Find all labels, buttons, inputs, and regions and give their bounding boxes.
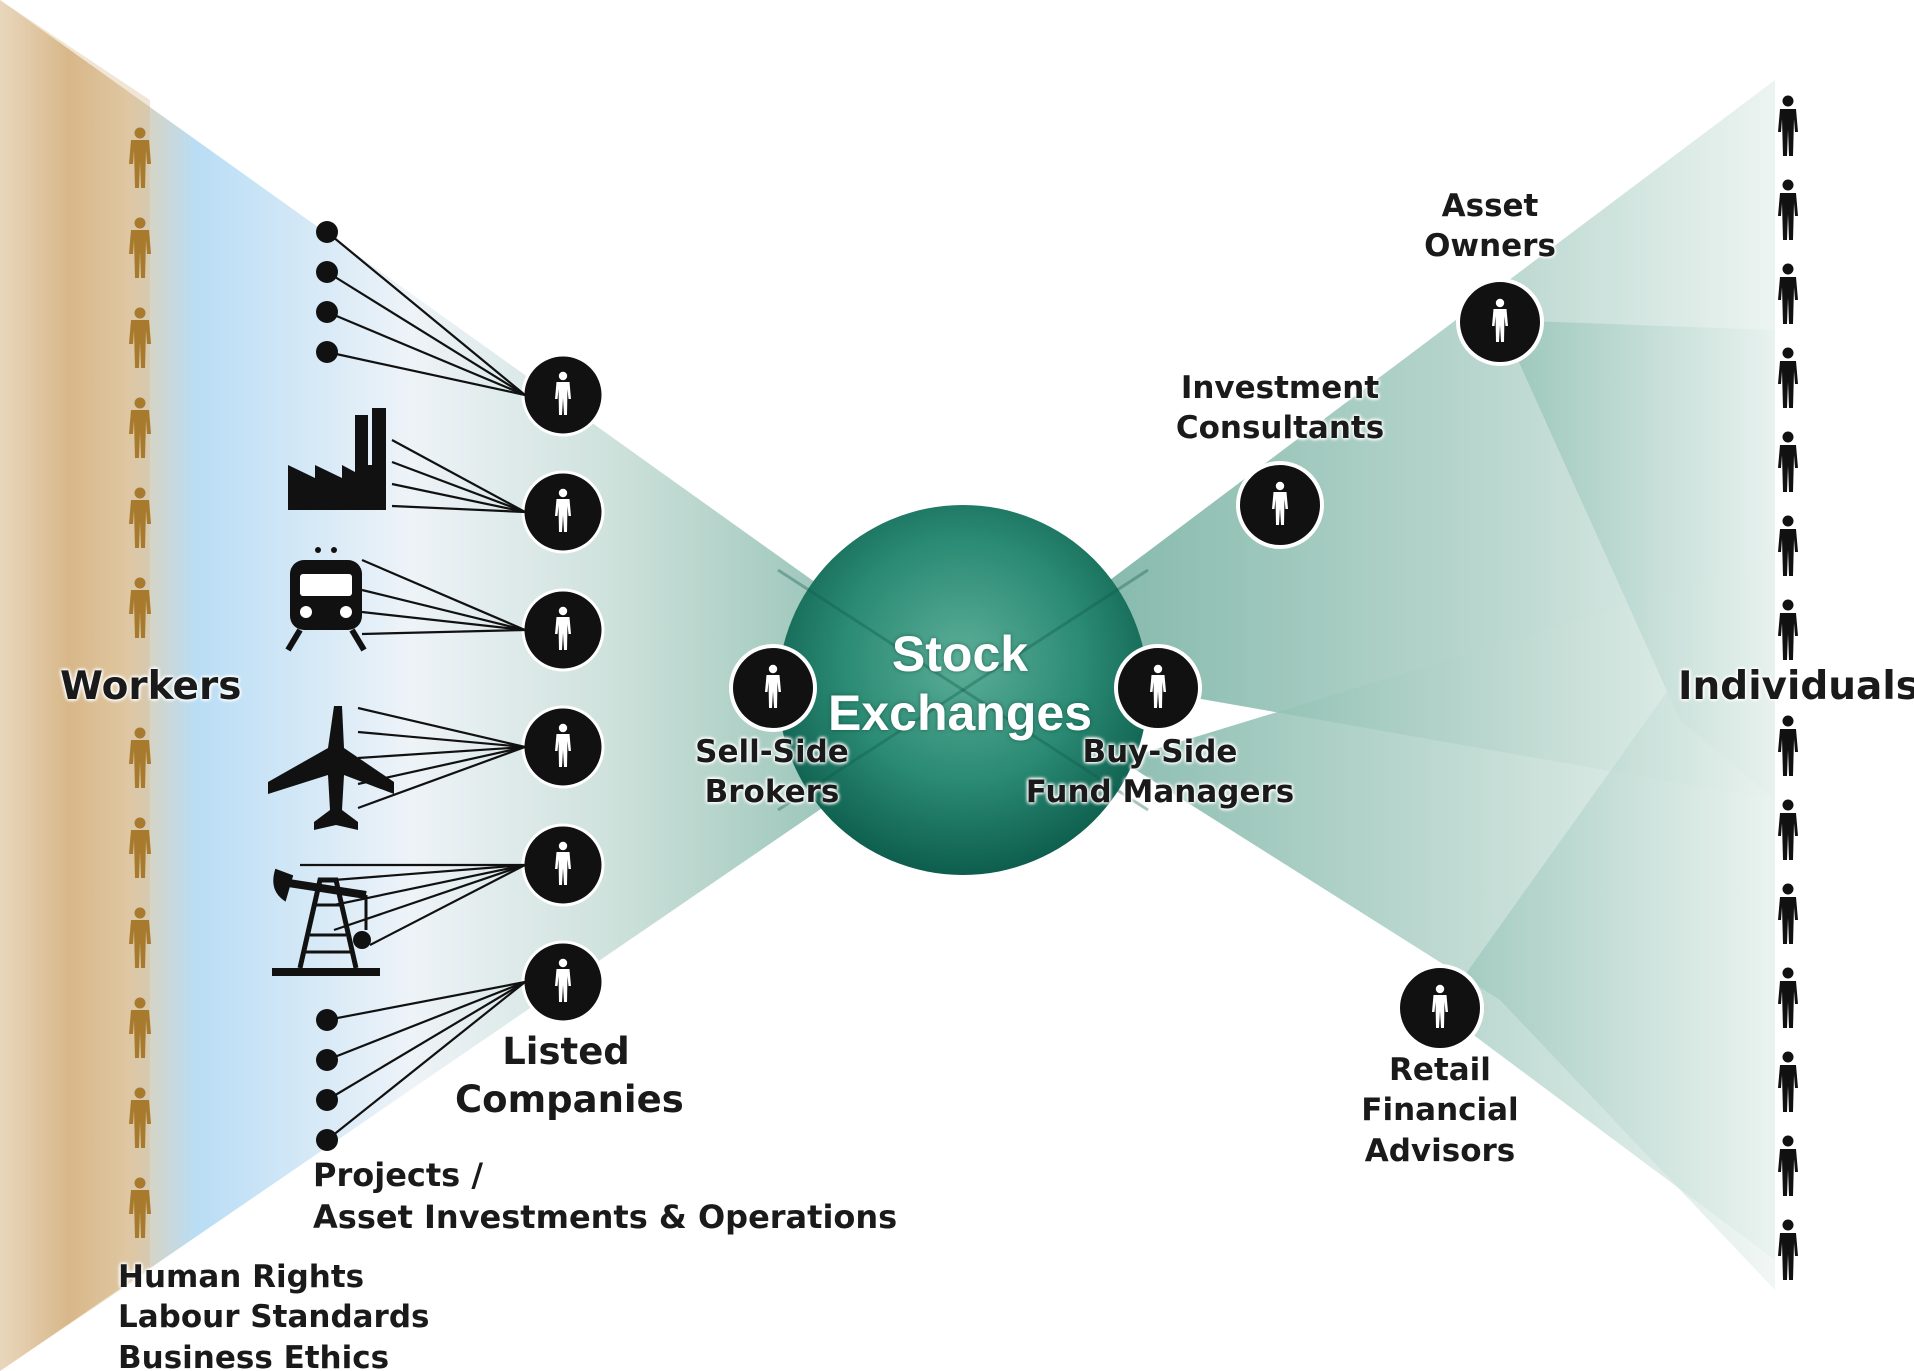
dot-icon xyxy=(316,301,338,323)
investment-consultant-node xyxy=(1236,461,1324,549)
connector-line xyxy=(361,610,526,632)
connector-line xyxy=(357,730,526,749)
connector-line xyxy=(326,231,526,396)
buy-side-line-2: Fund Managers xyxy=(1025,774,1295,811)
sell-side-line-2: Brokers xyxy=(704,774,840,811)
dot-icon xyxy=(316,261,338,283)
individuals-label: Individuals xyxy=(1678,664,1914,709)
connector-line xyxy=(326,271,526,396)
person-icon xyxy=(1778,347,1798,408)
connector-line xyxy=(326,981,526,1141)
connector-line xyxy=(333,863,526,882)
retail-fan xyxy=(1440,540,1775,1260)
issues-label: Human Rights Labour Standards Business E… xyxy=(118,1257,429,1371)
connector-line xyxy=(326,981,526,1101)
dot-icon xyxy=(316,1049,338,1071)
investment-consultants-label: Investment Consultants xyxy=(1160,368,1400,449)
projects-line-1: Projects / xyxy=(313,1156,484,1194)
person-icon xyxy=(1778,599,1798,660)
connector-line xyxy=(357,706,526,749)
globe-crossline xyxy=(777,568,1149,812)
person-icon xyxy=(1778,431,1798,492)
issue-business-ethics: Business Ethics xyxy=(118,1339,390,1371)
connector-line xyxy=(357,745,526,810)
projects-label: Projects / Asset Investments & Operation… xyxy=(313,1155,897,1238)
person-icon xyxy=(1778,179,1798,240)
person-icon xyxy=(1778,883,1798,944)
dot-icon xyxy=(316,221,338,243)
connector-line xyxy=(357,745,526,760)
buy-side-label: Buy-Side Fund Managers xyxy=(1018,732,1302,813)
workers-label: Workers xyxy=(60,664,242,709)
dot-icon xyxy=(316,341,338,363)
sell-side-line-1: Sell-Side xyxy=(695,734,849,770)
listed-company-node xyxy=(521,353,605,437)
listed-companies-line-2: Companies xyxy=(455,1078,684,1122)
retail-advisors-line-2: Financial xyxy=(1361,1092,1519,1129)
person-icon xyxy=(1778,263,1798,324)
connector-line xyxy=(391,504,526,514)
oil-pump-icon xyxy=(272,868,380,976)
retail-advisors-label: Retail Financial Advisors xyxy=(1335,1050,1545,1171)
dot-icon xyxy=(316,1129,338,1151)
stock-exchanges-line-2: Exchanges xyxy=(827,685,1092,741)
workers-band xyxy=(0,0,150,1371)
train-icon xyxy=(285,547,367,652)
connector-line xyxy=(361,558,526,632)
connector-line xyxy=(326,980,526,1022)
person-icon xyxy=(1778,967,1798,1028)
buy-side-line-1: Buy-Side xyxy=(1082,734,1238,770)
dot-icon xyxy=(316,1089,338,1111)
globe-crossline xyxy=(777,568,1149,812)
person-icon xyxy=(1778,1219,1798,1280)
retail-advisor-node xyxy=(1396,964,1484,1052)
connector-line xyxy=(326,350,526,397)
listed-company-node xyxy=(521,940,605,1024)
listed-companies-line-1: Listed xyxy=(502,1030,630,1073)
person-icon xyxy=(1778,95,1798,156)
listed-companies-label: Listed Companies xyxy=(455,1028,684,1124)
retail-advisors-line-3: Advisors xyxy=(1364,1132,1516,1169)
left-funnel xyxy=(0,0,980,1371)
sell-side-label: Sell-Side Brokers xyxy=(682,732,862,813)
dot-icon xyxy=(316,1009,338,1031)
person-icon xyxy=(1778,1135,1798,1196)
connector-line xyxy=(361,588,526,632)
issue-labour-standards: Labour Standards xyxy=(118,1299,430,1336)
connector-line xyxy=(391,482,526,514)
stock-exchanges-line-1: Stock xyxy=(891,626,1029,682)
listed-company-node xyxy=(521,470,605,554)
connector-line xyxy=(369,864,526,946)
buy-side-fund-manager-node xyxy=(1114,644,1202,732)
stock-exchange-globe xyxy=(778,505,1148,875)
person-icon xyxy=(1778,715,1798,776)
asset-owners-line-2: Owners xyxy=(1424,228,1556,265)
stock-exchanges-title: Stock Exchanges xyxy=(800,625,1120,743)
connector-line xyxy=(391,460,526,514)
sell-side-broker-node xyxy=(729,644,817,732)
connector-line xyxy=(361,628,526,636)
retail-advisors-line-1: Retail xyxy=(1389,1052,1491,1088)
person-icon xyxy=(1778,515,1798,576)
connector-line xyxy=(326,980,526,1062)
connector-line xyxy=(326,310,526,397)
issue-human-rights: Human Rights xyxy=(118,1259,365,1295)
listed-company-node xyxy=(521,588,605,672)
asset-owners-label: Asset Owners xyxy=(1390,186,1590,267)
asset-owner-node xyxy=(1456,278,1544,366)
listed-company-node xyxy=(521,823,605,907)
projects-line-2: Asset Investments & Operations xyxy=(313,1197,898,1236)
investment-consultants-line-2: Consultants xyxy=(1175,410,1385,447)
airplane-icon xyxy=(268,706,394,830)
listed-company-node xyxy=(521,705,605,789)
connector-line xyxy=(391,439,526,513)
factory-icon xyxy=(288,408,386,510)
asset-owners-line-1: Asset xyxy=(1441,188,1539,224)
investment-consultants-line-1: Investment xyxy=(1180,370,1380,406)
person-icon xyxy=(1778,1051,1798,1112)
person-icon xyxy=(1778,799,1798,860)
